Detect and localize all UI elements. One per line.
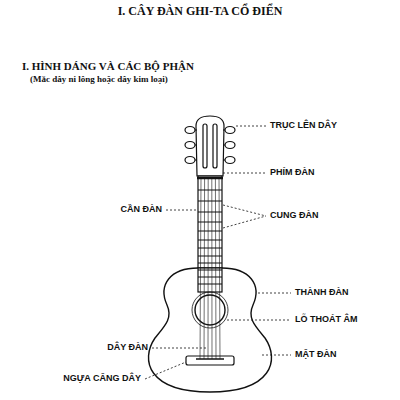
note-text: (Mắc dây ni lông hoặc dây kim loại): [30, 75, 168, 85]
string-line: [204, 178, 206, 359]
part-label: CUNG ĐÀN: [270, 211, 319, 221]
part-label: TRỤC LÊN DÂY: [270, 121, 337, 131]
part-label: DÂY ĐÀN: [107, 343, 148, 353]
fret-line: [198, 201, 222, 202]
part-label: PHÍM ĐÀN: [270, 168, 315, 178]
part-label: THÀNH ĐÀN: [295, 288, 349, 298]
fret-line: [198, 263, 222, 264]
string-line: [200, 178, 201, 359]
page-title: I. CÂY ĐÀN GHI-TA CỔ ĐIỂN: [0, 4, 400, 19]
part-label: LỖ THOÁT ÂM: [295, 315, 358, 325]
section-heading: I. HÌNH DÁNG VÀ CÁC BỘ PHẬN: [22, 60, 194, 72]
fret-line: [198, 240, 222, 241]
fret-line: [198, 270, 222, 271]
string-line: [215, 178, 217, 359]
string-line: [211, 178, 212, 359]
part-label: MẶT ĐÀN: [295, 350, 337, 360]
fret-line: [198, 212, 222, 213]
part-label: NGỰA CĂNG DÂY: [63, 374, 141, 384]
fret-line: [198, 190, 222, 191]
fret-line: [198, 231, 222, 232]
fret-line: [198, 284, 222, 285]
fret-line: [198, 277, 222, 278]
part-label: CẦN ĐÀN: [121, 205, 163, 215]
string-line: [208, 178, 209, 359]
fret-line: [198, 256, 222, 257]
fret-line: [198, 222, 222, 223]
string-line: [219, 178, 220, 359]
fret-line: [198, 248, 222, 249]
